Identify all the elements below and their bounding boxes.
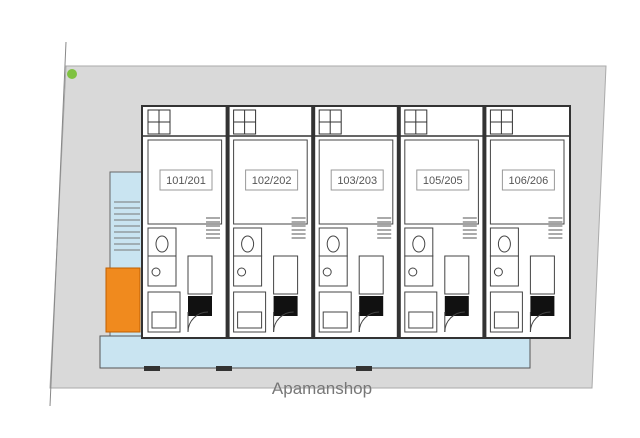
unit-label: 102/202 bbox=[252, 175, 292, 187]
stair-steps bbox=[114, 201, 140, 251]
toilet-icon bbox=[241, 235, 255, 253]
bathtub-icon bbox=[237, 311, 263, 329]
meter-box bbox=[273, 296, 298, 316]
toilet-icon bbox=[326, 235, 340, 253]
party-wall bbox=[482, 106, 487, 338]
party-wall bbox=[311, 106, 316, 338]
party-wall bbox=[225, 106, 230, 338]
meter-box bbox=[188, 296, 212, 316]
sink-icon bbox=[151, 267, 161, 277]
unit-label: 106/206 bbox=[509, 175, 549, 187]
meter-box bbox=[444, 296, 469, 316]
party-wall bbox=[396, 106, 401, 338]
corridor bbox=[99, 335, 531, 369]
marker-icon bbox=[67, 69, 77, 79]
toilet-icon bbox=[497, 235, 511, 253]
bathtub-icon bbox=[493, 311, 519, 329]
sink-icon bbox=[322, 267, 332, 277]
drain bbox=[216, 366, 232, 371]
drain bbox=[356, 366, 372, 371]
bathtub-icon bbox=[151, 311, 177, 329]
closet bbox=[444, 255, 470, 295]
meter-box bbox=[359, 296, 384, 316]
closet bbox=[529, 255, 555, 295]
closet bbox=[273, 255, 299, 295]
meter-box bbox=[530, 296, 555, 316]
unit-label-box bbox=[330, 169, 384, 191]
stair-highlight bbox=[105, 267, 141, 333]
toilet-icon bbox=[155, 235, 169, 253]
unit-label-box bbox=[501, 169, 555, 191]
unit-label-box bbox=[245, 169, 299, 191]
unit-label: 101/201 bbox=[166, 175, 206, 187]
closet bbox=[358, 255, 384, 295]
closet bbox=[187, 255, 213, 295]
unit-label-box bbox=[159, 169, 213, 191]
sink-icon bbox=[493, 267, 503, 277]
drain bbox=[144, 366, 160, 371]
watermark: Apamanshop bbox=[272, 379, 372, 398]
unit-label: 105/205 bbox=[423, 175, 463, 187]
unit-label: 103/203 bbox=[337, 175, 377, 187]
bathtub-icon bbox=[408, 311, 434, 329]
sink-icon bbox=[408, 267, 418, 277]
toilet-icon bbox=[412, 235, 426, 253]
unit-label-box bbox=[416, 169, 470, 191]
bathtub-icon bbox=[322, 311, 348, 329]
boundary-line bbox=[49, 41, 67, 407]
sink-icon bbox=[237, 267, 247, 277]
